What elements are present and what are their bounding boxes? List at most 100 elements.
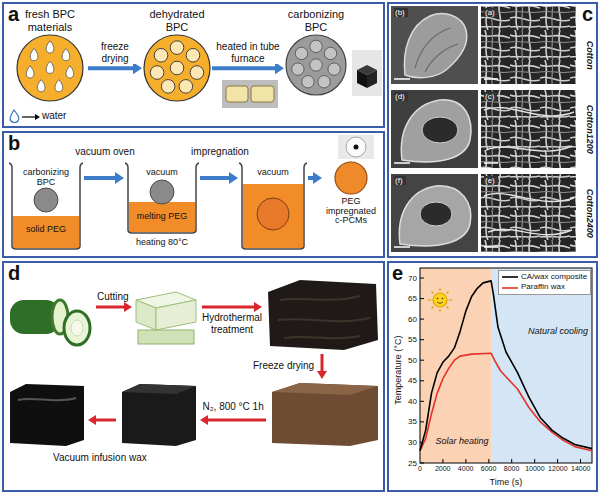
sem-image [399, 186, 470, 246]
sample-disc [55, 80, 63, 92]
hydrothermal-block-photo [268, 280, 378, 350]
sun-icon [428, 288, 452, 312]
tube-furnace-photo [226, 86, 248, 102]
line-chart [420, 339, 424, 340]
sample-circle: dehydrated BPC [142, 8, 212, 102]
sample-disc [292, 63, 304, 75]
sample-disc [37, 80, 45, 92]
tick-label: 55 [408, 335, 417, 344]
arrow-line [200, 176, 229, 180]
sun-icon [437, 302, 443, 304]
sem-image [394, 162, 410, 164]
sample-disc [26, 66, 34, 78]
cut-pieces-photo [138, 330, 194, 344]
process-arrow [96, 306, 124, 309]
sem-image [420, 202, 452, 226]
arrow-line [212, 66, 275, 70]
sun-icon [446, 292, 448, 294]
step-label: N₂, 800 °C 1h [203, 401, 264, 413]
process-arrow [254, 302, 262, 312]
line-chart [442, 459, 443, 463]
arrow-head [229, 172, 238, 184]
step-label: fresh BPC materials [12, 8, 88, 33]
line-chart [420, 421, 424, 422]
hydrothermal-block-photo [278, 296, 370, 338]
sample-disc [295, 47, 307, 59]
subfigure-tag: (f) [394, 176, 406, 185]
panel-letter: b [8, 133, 20, 153]
sample-disc [62, 49, 70, 61]
tick-label: 8000 [504, 465, 520, 473]
sample-disc [334, 161, 368, 195]
beaker: vacuum [238, 162, 308, 250]
step-label: carbonizing BPC [284, 8, 348, 33]
sem-image [484, 193, 574, 234]
sem-image [391, 6, 478, 84]
cucumber-photo [64, 311, 90, 345]
step-label: dehydrated BPC [142, 8, 212, 33]
cut-pieces-photo [156, 300, 196, 330]
line-chart [580, 459, 581, 463]
process-arrow [84, 172, 124, 184]
sem-image [394, 246, 410, 248]
sample-disc [324, 47, 336, 59]
beaker-outline [243, 184, 303, 248]
line-chart [465, 459, 466, 463]
beaker-label: carbonizing BPC [13, 167, 79, 188]
sample-disc [150, 66, 164, 80]
c-pcm-photo [354, 145, 359, 150]
carbon-cube-photo [352, 50, 382, 96]
sun-icon [439, 288, 440, 291]
beaker-outline [34, 188, 58, 212]
carbon-cube-photo [367, 70, 377, 88]
sample-disc [170, 61, 184, 75]
sample-disc [285, 34, 347, 96]
sem-image [401, 100, 471, 162]
beaker-outline [129, 202, 195, 232]
step-label: PEG impregnated c-PCMs [322, 197, 380, 226]
sem-image [484, 162, 498, 164]
sem-image [484, 78, 498, 80]
water-drop-key [10, 110, 19, 123]
hydrothermal-block-photo [268, 280, 378, 350]
sun-icon [437, 298, 439, 300]
arrow-label: heated in tube furnace [214, 41, 282, 64]
arrow-line [308, 176, 313, 180]
beaker-label: vacuum [243, 167, 303, 177]
tube-furnace-photo [251, 86, 274, 102]
process-arrow [88, 415, 96, 425]
region-label: Solar heating [436, 436, 489, 446]
beaker-label: melting PEG [129, 211, 195, 221]
beaker-outline [13, 216, 79, 248]
legend-text: Paraffin wax [521, 282, 565, 292]
process-arrow [208, 419, 266, 422]
sem-image [391, 174, 478, 252]
tick-label: 60 [408, 315, 417, 324]
sem-image [422, 117, 458, 143]
sem-image [481, 174, 576, 252]
beaker: vacuummelting PEGheating 80°C [124, 162, 200, 250]
panel-frame: c [387, 2, 598, 258]
panel-letter: a [8, 4, 19, 24]
cut-pieces-photo [136, 292, 196, 344]
tick-label: 45 [408, 376, 417, 385]
sample-disc [17, 35, 83, 101]
line-chart [420, 268, 592, 463]
legend-line [502, 287, 518, 289]
tick-label: 30 [408, 438, 417, 447]
sample-circle: carbonizing BPC [284, 8, 348, 96]
tick-label: 25 [408, 459, 417, 468]
carbon-cube-photo [352, 50, 382, 96]
subfigure-tag: (d) [394, 92, 408, 101]
step-label: Cutting [97, 291, 129, 303]
sample-disc [286, 35, 346, 95]
panel-frame: e [387, 261, 598, 492]
tick-label: 4000 [458, 465, 474, 473]
beaker-label: solid PEG [13, 224, 79, 234]
arrow-label: vacuum oven [74, 146, 137, 158]
line-chart [420, 353, 592, 451]
tick-label: 35 [408, 417, 417, 426]
beaker-label: vacuum [129, 167, 195, 177]
beaker-outline [125, 163, 199, 233]
legend-text: CA/wax composite [521, 272, 587, 282]
